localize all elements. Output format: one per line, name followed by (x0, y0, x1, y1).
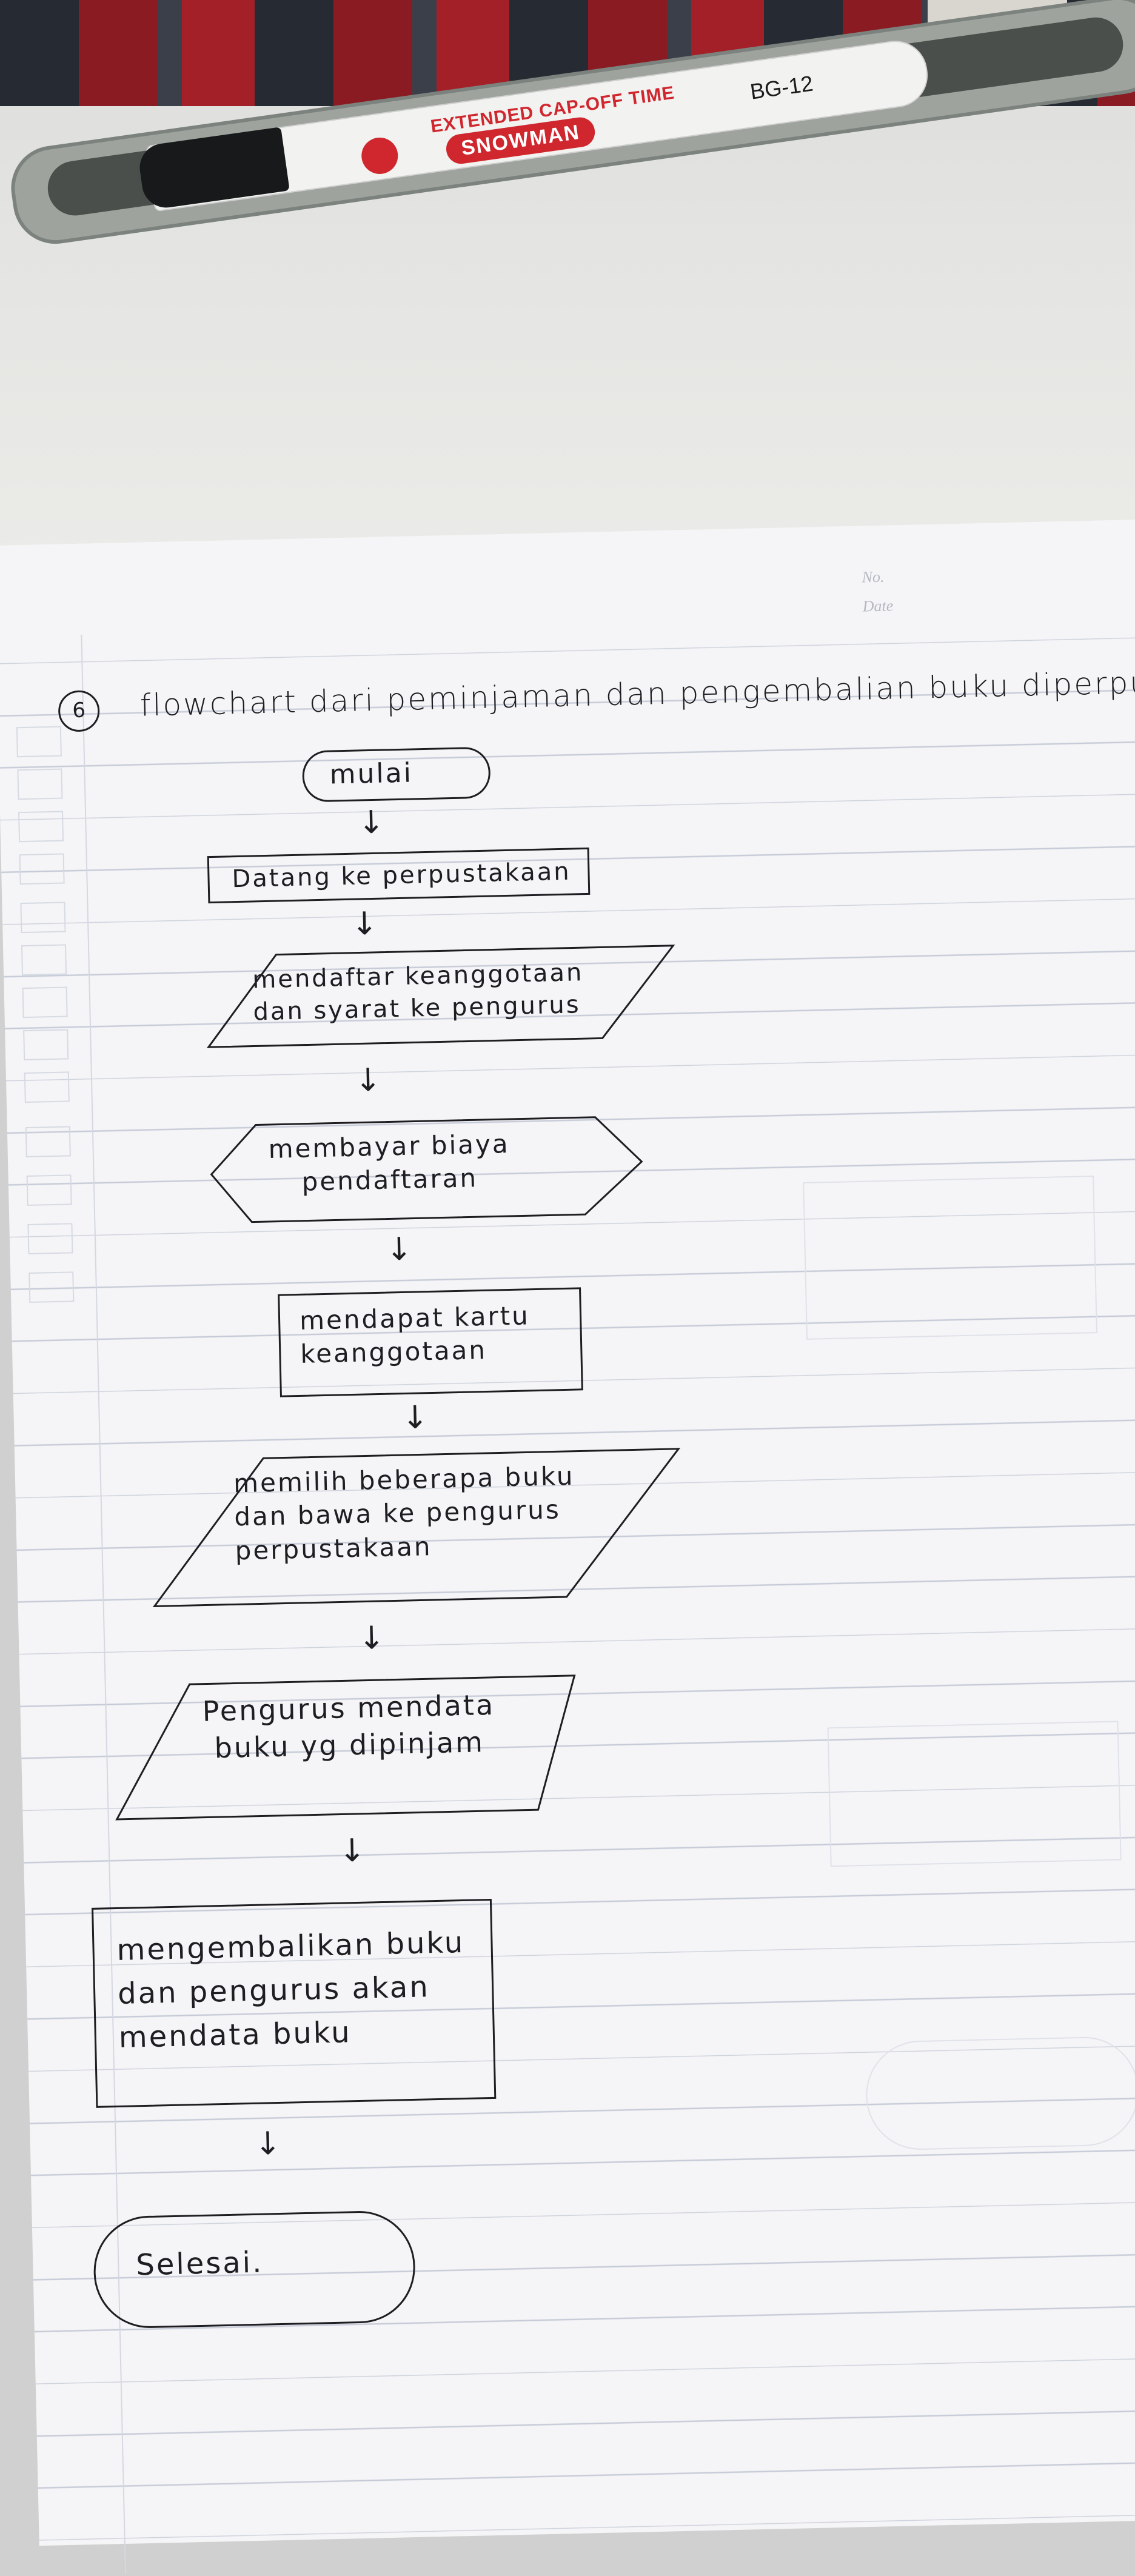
arrow-down: ↓ (401, 1399, 429, 1437)
index-box (23, 1029, 69, 1061)
index-box (28, 1271, 75, 1303)
no-label: No. (862, 567, 885, 586)
index-box (18, 811, 64, 843)
bleed-through-terminator (865, 2035, 1135, 2152)
arrow-down: ↓ (338, 1832, 366, 1870)
arrow-down: ↓ (350, 905, 378, 943)
step-kartu-label: mendapat kartu keanggotaan (299, 1300, 531, 1370)
bleed-through-box (827, 1721, 1122, 1867)
step-memilih-label: memilih beberapa buku dan bawa ke pengur… (233, 1460, 575, 1566)
index-box (26, 1174, 72, 1206)
data-mendaftar-shape (206, 945, 675, 1048)
step-selesai-label: Selesai. (135, 2245, 264, 2283)
arrow-down: ↓ (385, 1231, 413, 1268)
question-number: 6 (58, 690, 100, 732)
step-mengembalikan-label: mengembalikan buku dan pengurus akan men… (116, 1925, 465, 2055)
date-label: Date (862, 597, 894, 615)
preparation-membayar-shape (210, 1116, 643, 1223)
step-pengurus-label: Pengurus mendata buku yg dipinjam (202, 1688, 495, 1764)
index-box (19, 853, 65, 885)
index-box (25, 1126, 71, 1158)
notebook-page: No. Date 6 flowchart dari peminjaman dan… (0, 519, 1135, 2574)
data-memilih-shape (152, 1448, 681, 1608)
arrow-down: ↓ (358, 1619, 386, 1657)
bleed-through-box (803, 1176, 1097, 1340)
index-box (16, 726, 62, 758)
arrow-down: ↓ (354, 1062, 382, 1099)
index-box (22, 986, 68, 1019)
arrow-down: ↓ (357, 804, 385, 841)
index-box (27, 1223, 73, 1255)
index-box (17, 768, 63, 800)
index-box (20, 902, 66, 934)
index-box (21, 944, 67, 976)
arrow-down: ↓ (254, 2125, 282, 2163)
step-start-label: mulai (329, 757, 413, 791)
index-box (24, 1071, 70, 1103)
flowchart-heading: flowchart dari peminjaman dan pengembali… (139, 664, 1135, 723)
step-membayar-label: membayar biaya pendaftaran (268, 1128, 511, 1197)
data-pengurus-shape (115, 1674, 576, 1821)
step-mendaftar-label: mendaftar keanggotaan dan syarat ke peng… (252, 958, 584, 1026)
